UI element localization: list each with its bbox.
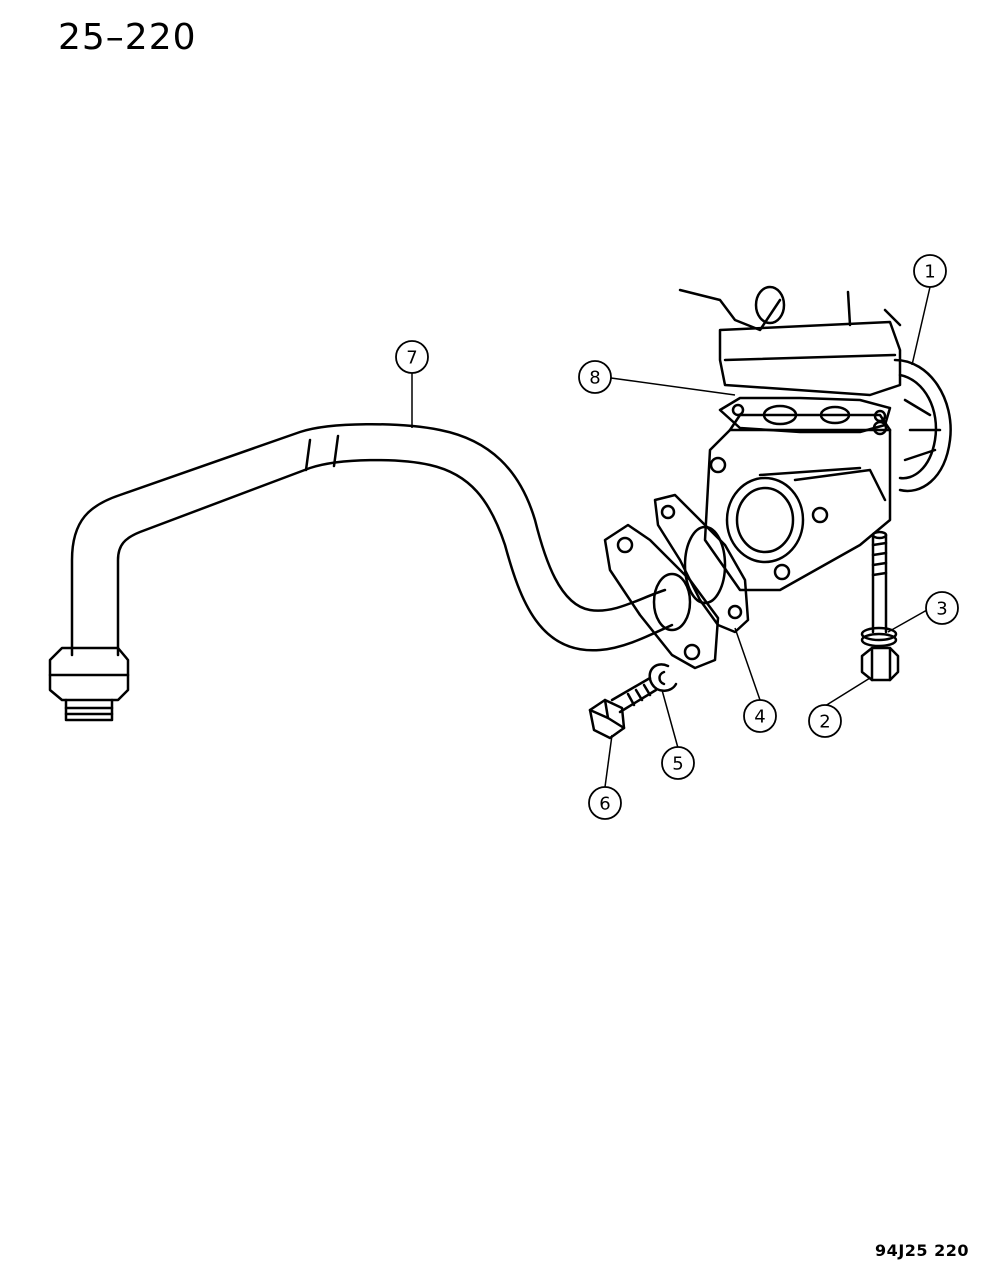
callout-6: 6 [588,786,622,820]
callout-6-label: 6 [599,794,610,815]
callout-2: 2 [808,704,842,738]
callout-7-label: 7 [406,348,417,369]
egr-valve-assembly [678,285,952,592]
leader-lines [411,286,931,788]
callout-8: 8 [578,360,612,394]
callout-5: 5 [661,746,695,780]
callout-3: 3 [925,591,959,625]
page-number: 25–220 [58,17,197,58]
callout-4-label: 4 [754,707,765,728]
tube-flange [603,523,720,670]
callout-2-label: 2 [819,712,830,733]
callout-8-label: 8 [589,368,600,389]
callout-5-label: 5 [672,754,683,775]
lock-washer [648,663,678,692]
flange-gasket [653,493,750,634]
figure-code: 94J25 220 [875,1241,969,1260]
egr-tube [48,423,674,722]
callout-3-label: 3 [936,599,947,620]
callout-7: 7 [395,340,429,374]
callout-1-label: 1 [924,262,935,283]
stud-bolt [860,530,898,648]
callout-1: 1 [913,254,947,288]
upper-gasket [718,396,892,434]
hex-nut [860,646,900,682]
flange-bolt [588,676,658,740]
callout-4: 4 [743,699,777,733]
